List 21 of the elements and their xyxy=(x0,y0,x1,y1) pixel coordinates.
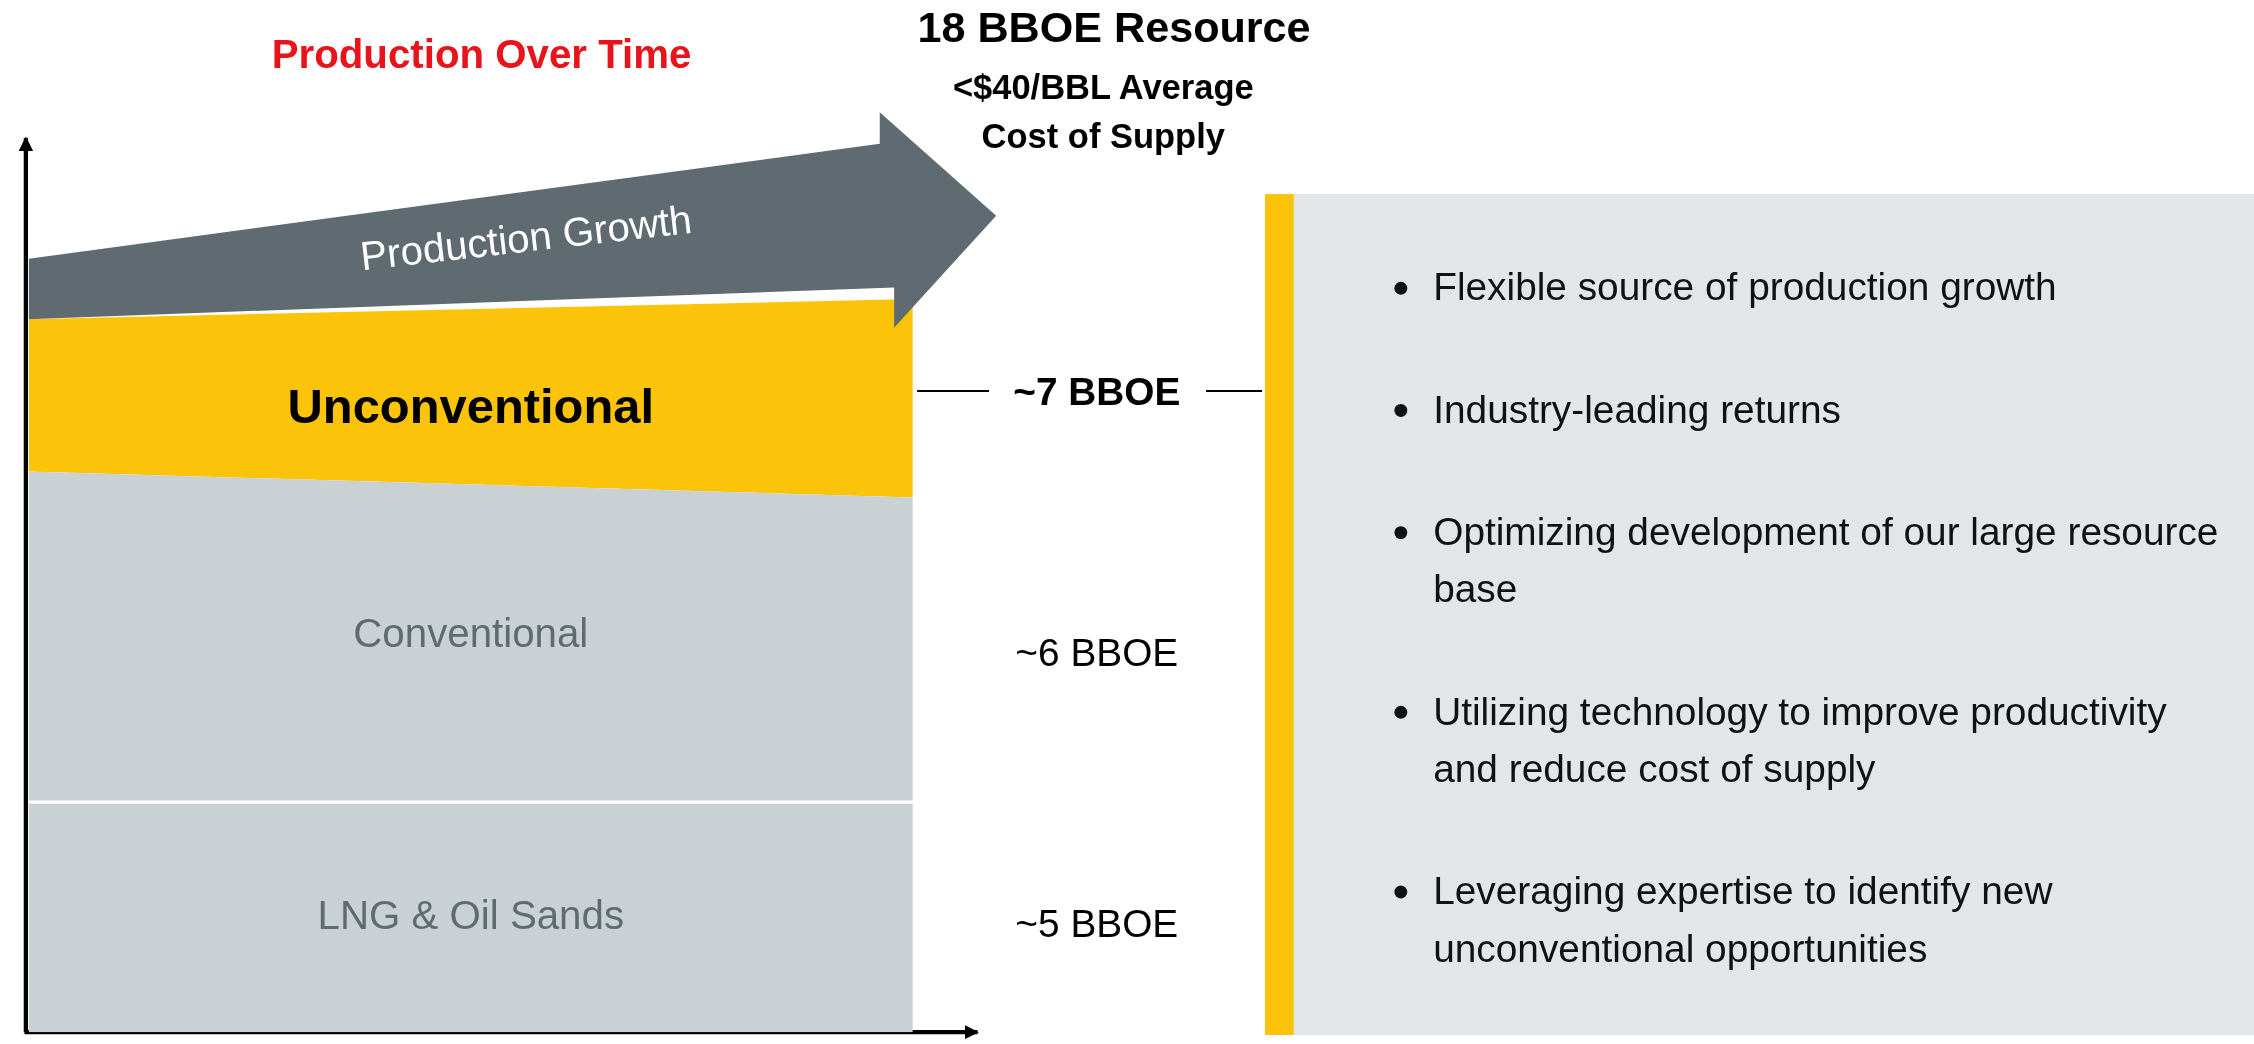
arrow-label: Production Growth xyxy=(357,196,695,281)
bullet-text: Industry-leading returns xyxy=(1433,387,1841,434)
lng-oil-sands-band xyxy=(28,803,913,1033)
band-label: LNG & Oil Sands xyxy=(316,891,625,938)
volume-label: ~5 BBOE xyxy=(1014,901,1180,948)
band-label: Unconventional xyxy=(286,378,656,435)
conventional-band xyxy=(28,471,913,801)
cost-subheading: <$40/BBL Average Cost of Supply xyxy=(951,66,1255,158)
band-label: Conventional xyxy=(352,610,590,657)
volume-label: ~6 BBOE xyxy=(1014,630,1180,677)
volume-label: ~7 BBOE xyxy=(991,362,1202,423)
bullet-text: Utilizing technology to improve productivity and reduce cost of supply xyxy=(1433,689,2168,793)
bullet-text: Optimizing development of our large resource base xyxy=(1433,509,2220,613)
chart-heading: Production Over Time xyxy=(270,31,693,78)
connector-line xyxy=(917,389,989,393)
unconventional-band xyxy=(28,299,913,498)
connector-line xyxy=(1206,389,1263,393)
resource-heading: 18 BBOE Resource xyxy=(916,2,1312,52)
bullet-text: Leveraging expertise to identify new unconventional opportunities xyxy=(1433,868,2054,973)
bullet-text: Flexible source of production growth xyxy=(1433,264,2057,312)
info-panel xyxy=(1265,194,2254,1035)
